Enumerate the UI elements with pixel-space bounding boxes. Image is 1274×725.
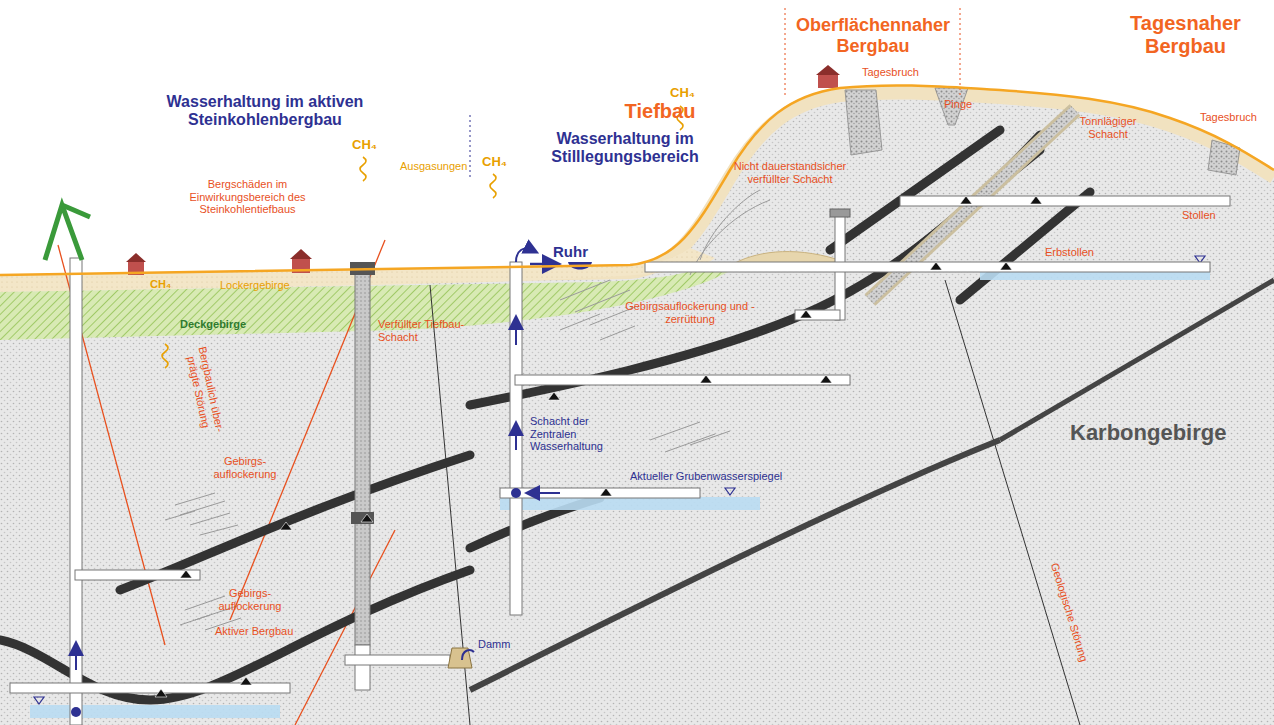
zone-label: Gebirgs- auflockerung [210, 587, 290, 612]
gas-label: CH₄ [352, 138, 377, 153]
shaft-label: Verfüllter Tiefbau-Schacht [378, 318, 473, 343]
dam-label: Damm [478, 638, 510, 651]
zone-label: Gebirgs- auflockerung [205, 455, 285, 480]
layer-label: Lockergebirge [220, 279, 290, 292]
damage-note: Bergschäden im Einwirkungsbereich des St… [180, 178, 315, 216]
shaft-label: Nicht dauerstandsicher verfüllter Schach… [715, 160, 865, 185]
feature-label: Tonnlägiger Schacht [1068, 115, 1148, 140]
water-zone-heading: Wasserhaltung im Stilllegungsbereich [535, 130, 715, 167]
water-zone-heading: Wasserhaltung im aktiven Steinkohlenberg… [140, 93, 390, 130]
feature-label: Tagesbruch [1200, 111, 1257, 124]
feature-label: Erbstollen [1045, 246, 1094, 259]
rock-label: Karbongebirge [1070, 420, 1226, 445]
zone-heading: Oberflächennaher Bergbau [788, 15, 958, 56]
gas-label: Ausgasungen [400, 160, 467, 173]
feature-label: Stollen [1182, 209, 1216, 222]
water-level-label: Aktueller Grubenwasserspiegel [630, 470, 782, 483]
zone-label: Gebirgsauflockerung und -zerrüttung [625, 300, 755, 325]
zone-heading: Tagesnaher Bergbau [1108, 12, 1263, 58]
river-label: Ruhr [553, 243, 588, 260]
shaft-label: Schacht der Zentralen Wasserhaltung [530, 415, 620, 453]
feature-label: Pinge [944, 98, 972, 111]
feature-label: Tagesbruch [862, 66, 919, 79]
layer-label: Deckgebirge [180, 318, 246, 331]
gas-label: CH₄ [482, 155, 507, 170]
zone-label: Aktiver Bergbau [215, 625, 293, 638]
gas-label: CH₄ [150, 278, 171, 291]
zone-heading: Tiefbau [600, 100, 720, 123]
gas-label: CH₄ [670, 86, 695, 101]
